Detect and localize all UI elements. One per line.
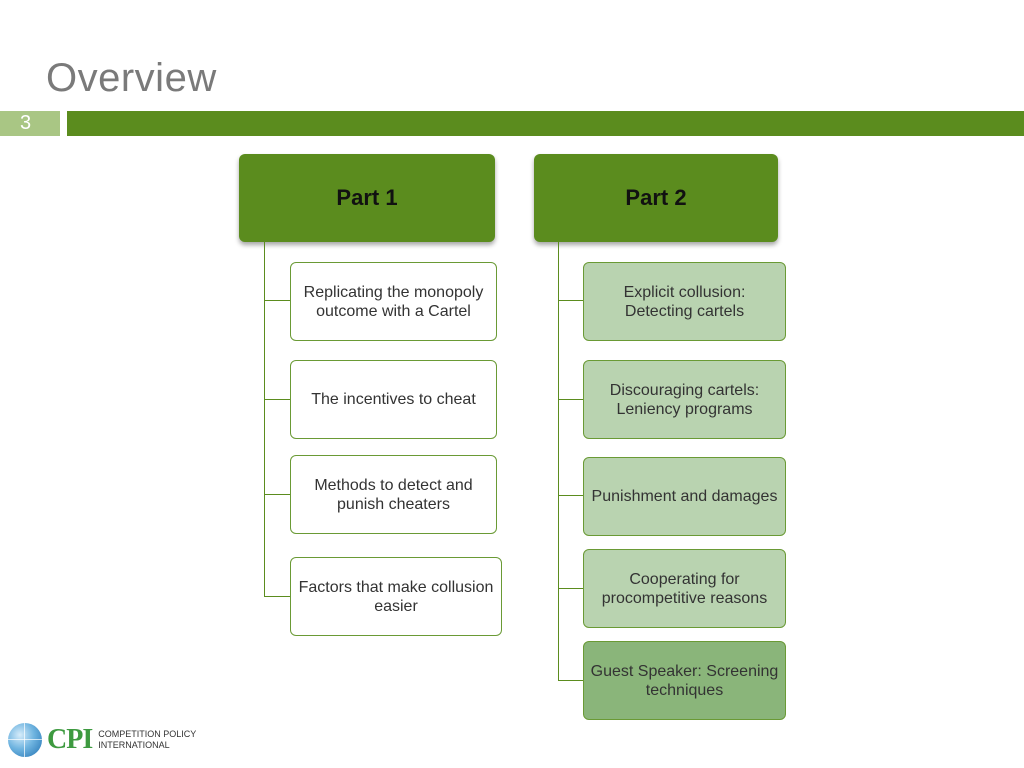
part1-item-factors-collusion-easier: Factors that make collusion easier: [290, 557, 502, 636]
part2-connector-branch: [558, 399, 584, 400]
part2-item-procompetitive-cooperation: Cooperating for procompetitive reasons: [583, 549, 786, 628]
logo-text-line1: COMPETITION POLICY: [98, 729, 197, 739]
part2-item-leniency-programs: Discouraging cartels: Leniency programs: [583, 360, 786, 439]
part1-connector-branch: [264, 399, 291, 400]
logo-text-line2: INTERNATIONAL: [98, 740, 170, 750]
part2-connector-branch: [558, 495, 584, 496]
part1-connector-trunk: [264, 242, 265, 597]
globe-icon: [8, 723, 42, 757]
logo-mark: CPI: [47, 724, 93, 755]
part1-item-replicating-monopoly: Replicating the monopoly outcome with a …: [290, 262, 497, 341]
slide-title: Overview: [46, 56, 217, 100]
part2-connector-trunk: [558, 242, 559, 681]
logo-text: COMPETITION POLICY INTERNATIONAL: [98, 729, 196, 751]
part2-connector-branch: [558, 680, 584, 681]
part1-header: Part 1: [239, 154, 495, 242]
part2-item-punishment-damages: Punishment and damages: [583, 457, 786, 536]
part1-connector-branch: [264, 494, 291, 495]
part2-item-explicit-collusion: Explicit collusion: Detecting cartels: [583, 262, 786, 341]
part1-connector-branch: [264, 596, 291, 597]
part2-header: Part 2: [534, 154, 778, 242]
title-divider-bar: [67, 111, 1024, 136]
part1-item-detect-punish-cheaters: Methods to detect and punish cheaters: [290, 455, 497, 534]
part2-connector-branch: [558, 300, 584, 301]
part1-connector-branch: [264, 300, 291, 301]
part2-item-guest-speaker: Guest Speaker: Screening techniques: [583, 641, 786, 720]
part2-connector-branch: [558, 588, 584, 589]
part1-item-incentives-to-cheat: The incentives to cheat: [290, 360, 497, 439]
cpi-logo: CPI COMPETITION POLICY INTERNATIONAL: [8, 720, 196, 760]
slide-number: 3: [0, 111, 60, 136]
